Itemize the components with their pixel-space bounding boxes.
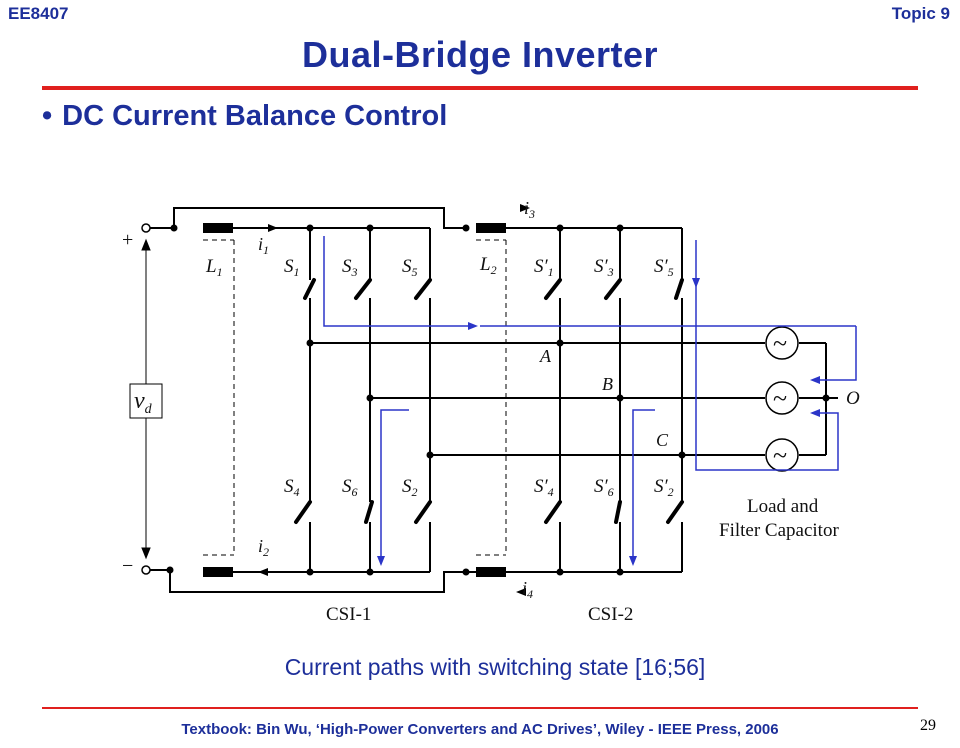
load-label-line1: Load and xyxy=(747,496,819,517)
current-path-lines xyxy=(323,236,857,556)
bullet-item: •DC Current Balance Control xyxy=(42,100,448,132)
plus-sign: + xyxy=(122,229,133,251)
bullet-text: DC Current Balance Control xyxy=(62,100,448,132)
node-A-label: A xyxy=(539,346,552,366)
label-S5: S5 xyxy=(402,256,418,279)
course-code: EE8407 xyxy=(8,4,69,23)
inductors xyxy=(203,223,506,577)
minus-sign: − xyxy=(122,555,133,577)
label-S4-prime: S′4 xyxy=(534,476,554,499)
label-S1: S1 xyxy=(284,256,300,279)
page-number: 29 xyxy=(920,717,936,734)
label-i4: i4 xyxy=(522,578,533,601)
coupling-lines xyxy=(203,239,507,556)
label-S2: S2 xyxy=(402,476,418,499)
node-O-label: O xyxy=(846,388,860,409)
vd-voltage-arrow xyxy=(129,238,163,560)
label-S3-prime: S′3 xyxy=(594,256,614,279)
topic-label: Topic 9 xyxy=(891,4,950,23)
label-S6: S6 xyxy=(342,476,358,499)
label-i1: i1 xyxy=(258,234,269,257)
label-i2: i2 xyxy=(258,536,269,559)
label-S2-prime: S′2 xyxy=(654,476,674,499)
ac-source-b-symbol: ~ xyxy=(773,384,787,413)
ac-source-c-symbol: ~ xyxy=(773,441,787,470)
dc-terminals xyxy=(141,223,151,575)
current-arrows xyxy=(258,204,530,596)
label-S3: S3 xyxy=(342,256,358,279)
label-S5-prime: S′5 xyxy=(654,256,674,279)
textbook-citation: Textbook: Bin Wu, ‘High-Power Converters… xyxy=(181,721,779,738)
load-label-line2: Filter Capacitor xyxy=(719,520,839,541)
label-L2: L2 xyxy=(479,254,497,277)
ac-sources xyxy=(765,326,799,472)
slide-title: Dual-Bridge Inverter xyxy=(301,34,659,75)
label-i3: i3 xyxy=(524,198,535,221)
label-L1: L1 xyxy=(205,256,223,279)
current-path-arrowheads xyxy=(377,278,820,566)
label-S4: S4 xyxy=(284,476,300,499)
node-C-label: C xyxy=(656,430,669,450)
switches xyxy=(294,278,684,524)
title-rule xyxy=(42,86,918,90)
footer-rule xyxy=(42,707,918,709)
csi2-label: CSI-2 xyxy=(588,604,633,625)
ac-source-a-symbol: ~ xyxy=(773,329,787,358)
junction-dots xyxy=(166,224,830,576)
label-vd: vd xyxy=(134,388,153,417)
label-S6-prime: S′6 xyxy=(594,476,614,499)
node-B-label: B xyxy=(602,374,613,394)
label-S1-prime: S′1 xyxy=(534,256,554,279)
csi1-label: CSI-1 xyxy=(326,604,371,625)
figure-caption: Current paths with switching state [16;5… xyxy=(284,654,706,680)
